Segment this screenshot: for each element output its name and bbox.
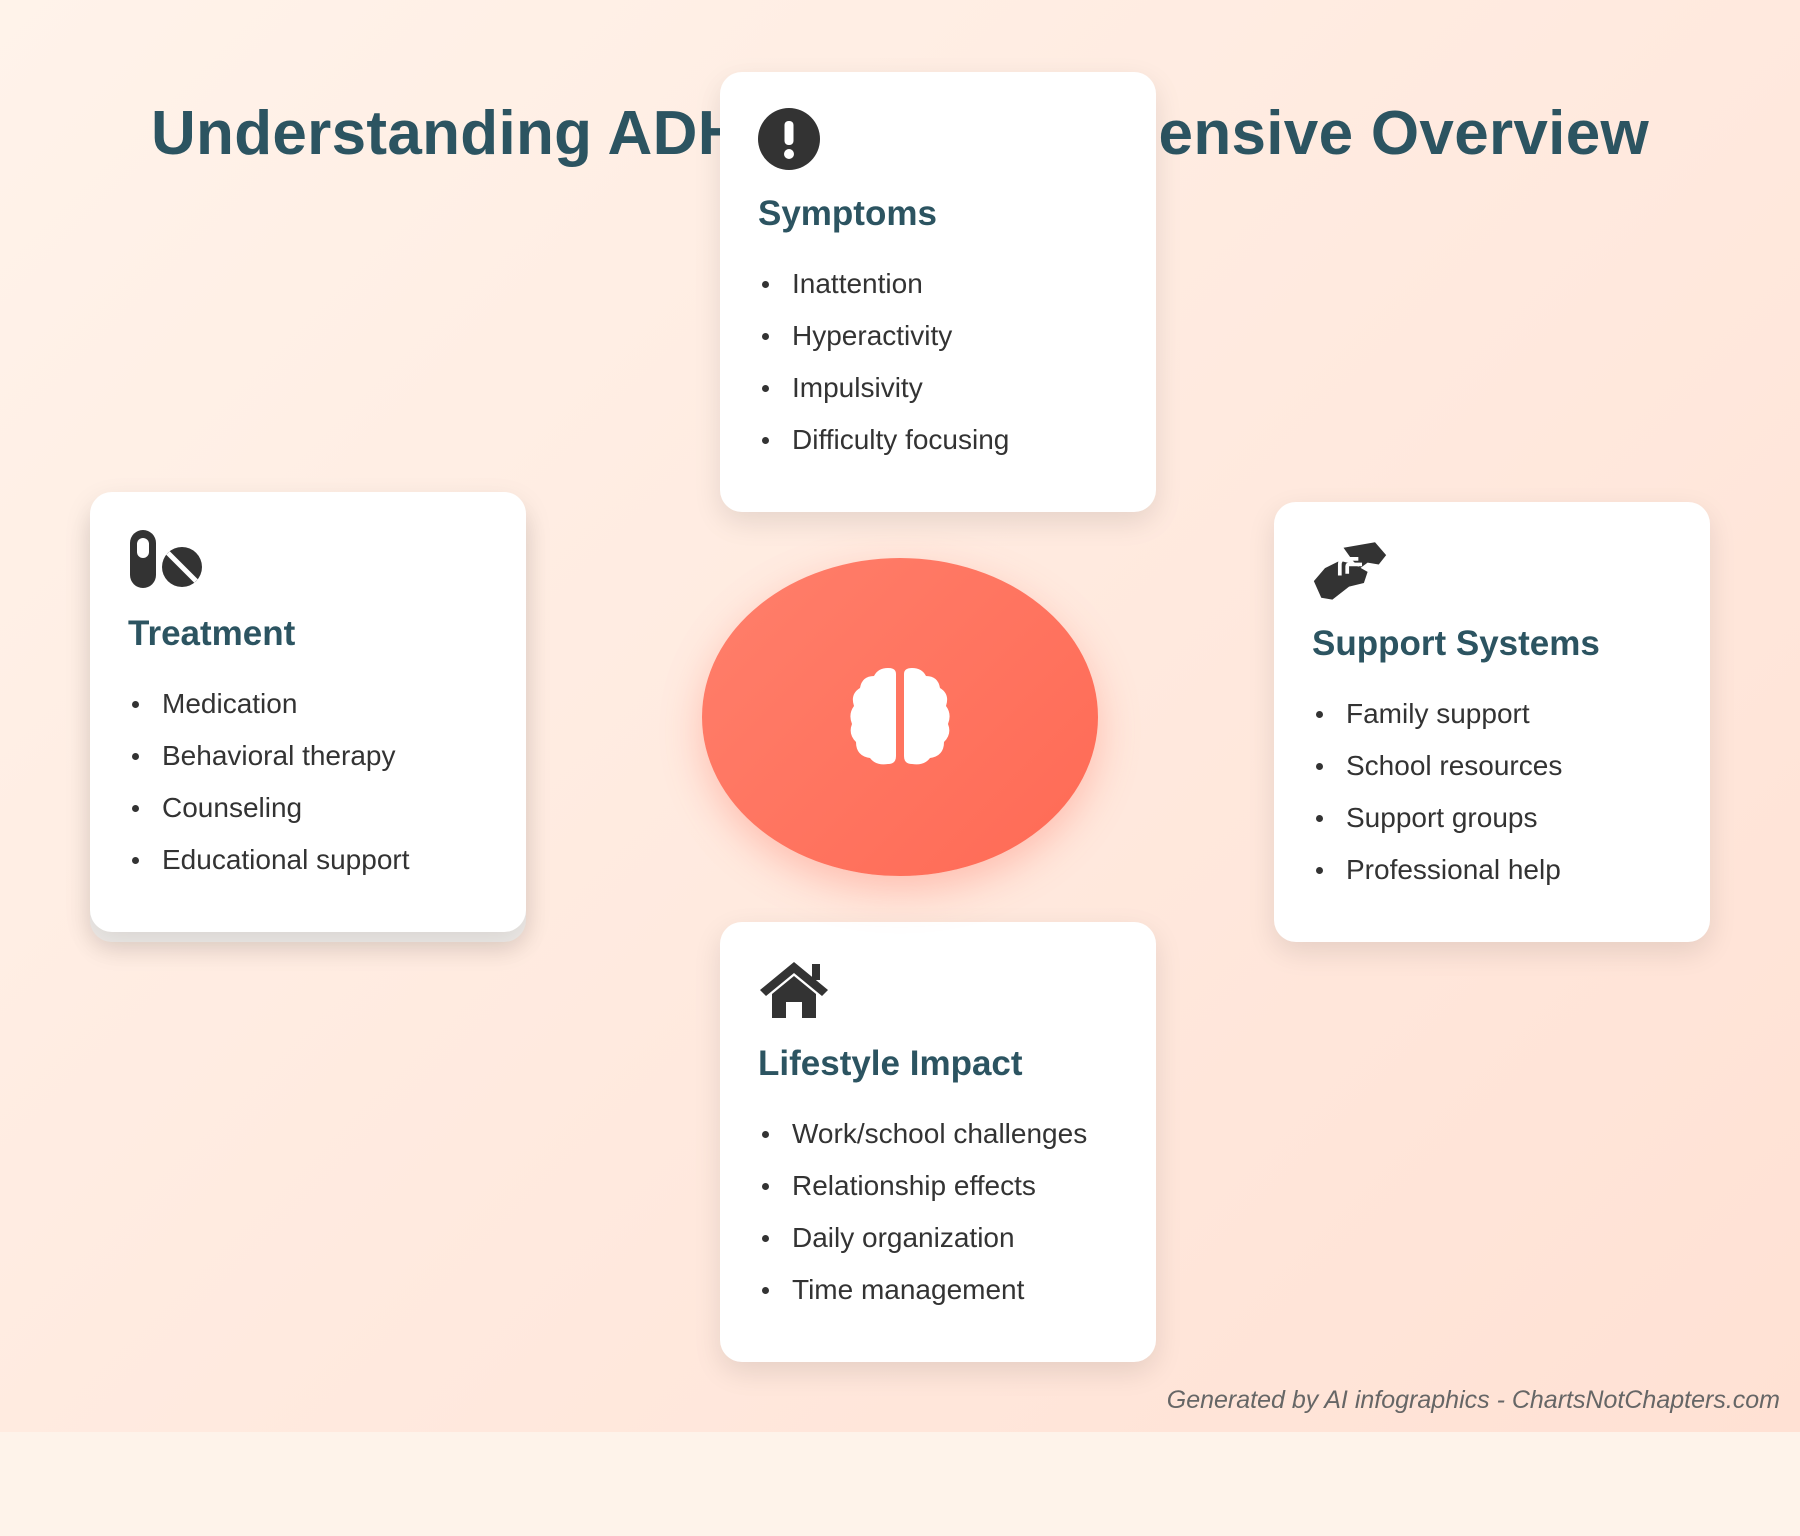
- list-item: Family support: [1312, 688, 1672, 740]
- treatment-card: Treatment Medication Behavioral therapy …: [90, 492, 526, 932]
- list-item: Relationship effects: [758, 1160, 1118, 1212]
- center-hub: [702, 558, 1098, 876]
- list-item: Difficulty focusing: [758, 414, 1118, 466]
- symptoms-list: Inattention Hyperactivity Impulsivity Di…: [758, 258, 1118, 466]
- list-item: Behavioral therapy: [128, 730, 488, 782]
- brain-icon: [850, 668, 950, 765]
- treatment-list: Medication Behavioral therapy Counseling…: [128, 678, 488, 886]
- symptoms-card: Symptoms Inattention Hyperactivity Impul…: [720, 72, 1156, 512]
- list-item: Daily organization: [758, 1212, 1118, 1264]
- pills-icon: [130, 530, 202, 588]
- list-item: Educational support: [128, 834, 488, 886]
- list-item: School resources: [1312, 740, 1672, 792]
- home-icon: [760, 962, 828, 1018]
- footer-credit: Generated by AI infographics - ChartsNot…: [1166, 1386, 1780, 1414]
- list-item: Counseling: [128, 782, 488, 834]
- list-item: Time management: [758, 1264, 1118, 1316]
- lifestyle-impact-list: Work/school challenges Relationship effe…: [758, 1108, 1118, 1316]
- support-systems-list: Family support School resources Support …: [1312, 688, 1672, 896]
- list-item: Support groups: [1312, 792, 1672, 844]
- symptoms-heading: Symptoms: [758, 194, 937, 233]
- infographic-canvas: Understanding ADHD: A Comprehensive Over…: [0, 0, 1800, 1432]
- list-item: Inattention: [758, 258, 1118, 310]
- lifestyle-impact-heading: Lifestyle Impact: [758, 1044, 1023, 1083]
- list-item: Professional help: [1312, 844, 1672, 896]
- treatment-heading: Treatment: [128, 614, 296, 653]
- exclamation-circle-icon: [758, 108, 820, 170]
- support-systems-card: Support Systems Family support School re…: [1274, 502, 1710, 942]
- list-item: Medication: [128, 678, 488, 730]
- list-item: Work/school challenges: [758, 1108, 1118, 1160]
- handshake-icon: [1313, 542, 1387, 600]
- list-item: Impulsivity: [758, 362, 1118, 414]
- support-systems-heading: Support Systems: [1312, 624, 1600, 663]
- list-item: Hyperactivity: [758, 310, 1118, 362]
- lifestyle-impact-card: Lifestyle Impact Work/school challenges …: [720, 922, 1156, 1362]
